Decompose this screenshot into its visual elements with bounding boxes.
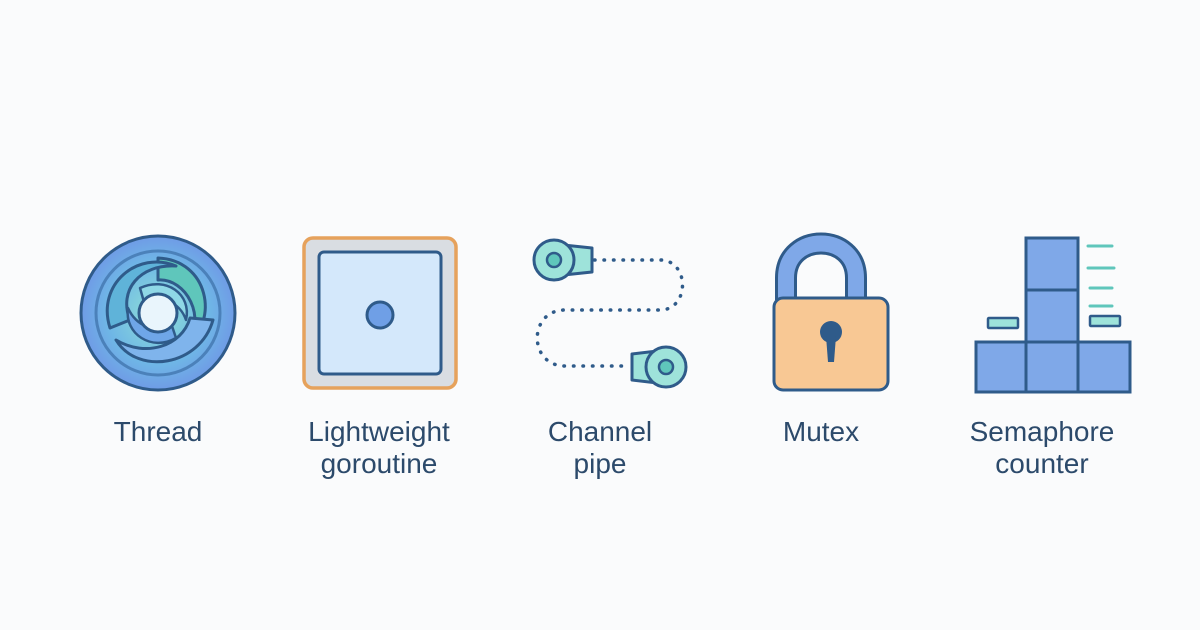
label-mutex: Mutex <box>782 416 860 447</box>
channel-end-connector <box>630 345 688 389</box>
channel-pipe-icon <box>532 238 688 389</box>
channel-start-connector <box>532 238 594 282</box>
label-semaphore: Semaphore counter <box>969 416 1115 479</box>
label-channel: Channel pipe <box>547 416 653 479</box>
item-mutex: Mutex <box>721 228 921 448</box>
padlock-icon <box>772 232 890 392</box>
item-channel: Channel pipe <box>500 228 700 480</box>
item-goroutine: Lightweight goroutine <box>279 228 479 480</box>
label-goroutine: Lightweight goroutine <box>308 416 450 479</box>
item-thread: Thread <box>58 228 258 448</box>
label-thread: Thread <box>113 416 203 447</box>
thread-swirl-icon <box>79 234 237 392</box>
semaphore-blocks-icon <box>974 236 1132 394</box>
item-semaphore: Semaphore counter <box>942 228 1142 480</box>
goroutine-square-icon <box>302 236 458 390</box>
